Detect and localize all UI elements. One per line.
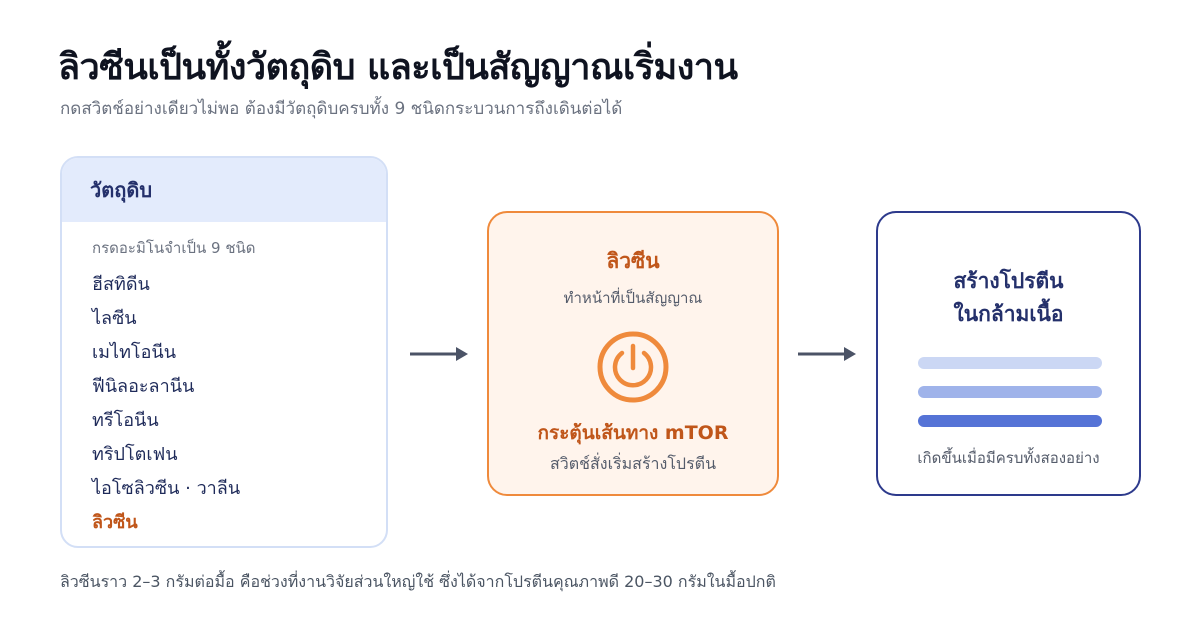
amino-acid-item: ฮีสทิดีน [92, 274, 150, 295]
result-title-line1: สร้างโปรตีน [953, 269, 1064, 293]
amino-acid-item: ทรีโอนีน [92, 410, 159, 431]
amino-acid-item: ไอโซลิวซีน · วาลีน [92, 478, 241, 499]
raw-materials-caption: กรดอะมิโนจำเป็น 9 ชนิด [92, 239, 256, 257]
result-title: สร้างโปรตีน ในกล้ามเนื้อ [878, 265, 1139, 331]
protein-bar [918, 357, 1102, 369]
power-icon [597, 331, 669, 403]
arrow-right-icon [798, 347, 856, 361]
signal-name: ลิวซีน [606, 249, 660, 273]
raw-materials-card: วัตถุดิบ กรดอะมิโนจำเป็น 9 ชนิด ฮีสทิดีน… [60, 156, 388, 548]
result-description: เกิดขึ้นเมื่อมีครบทั้งสองอย่าง [917, 449, 1100, 467]
amino-acid-item: ฟีนิลอะลานีน [92, 376, 195, 397]
raw-materials-heading: วัตถุดิบ [90, 178, 153, 202]
result-card: สร้างโปรตีน ในกล้ามเนื้อ เกิดขึ้นเมื่อมี… [876, 211, 1141, 496]
amino-acid-item-highlight: ลิวซีน [92, 512, 138, 533]
arrow-right-icon [410, 347, 468, 361]
raw-materials-header: วัตถุดิบ [62, 158, 386, 222]
page-title: ลิวซีนเป็นทั้งวัตถุดิบ และเป็นสัญญาณเริ่… [58, 47, 738, 88]
protein-bar [918, 386, 1102, 398]
result-title-line2: ในกล้ามเนื้อ [953, 302, 1064, 326]
protein-bar [918, 415, 1102, 427]
signal-role: ทำหน้าที่เป็นสัญญาณ [563, 289, 703, 307]
amino-acid-item: ทริปโตเฟน [92, 444, 178, 465]
signal-action-desc: สวิตช์สั่งเริ่มสร้างโปรตีน [549, 454, 716, 473]
amino-acid-list: ฮีสทิดีน ไลซีน เมไทโอนีน ฟีนิลอะลานีน ทร… [92, 268, 386, 540]
protein-bars [918, 357, 1102, 444]
amino-acid-item: ไลซีน [92, 308, 137, 329]
footnote: ลิวซีนราว 2–3 กรัมต่อมื้อ คือช่วงที่งานว… [60, 572, 776, 591]
page-subtitle: กดสวิตช์อย่างเดียวไม่พอ ต้องมีวัตถุดิบคร… [60, 99, 623, 119]
signal-card: ลิวซีน ทำหน้าที่เป็นสัญญาณ กระตุ้นเส้นทา… [487, 211, 779, 496]
signal-action: กระตุ้นเส้นทาง mTOR [537, 422, 729, 444]
amino-acid-item: เมไทโอนีน [92, 342, 177, 363]
